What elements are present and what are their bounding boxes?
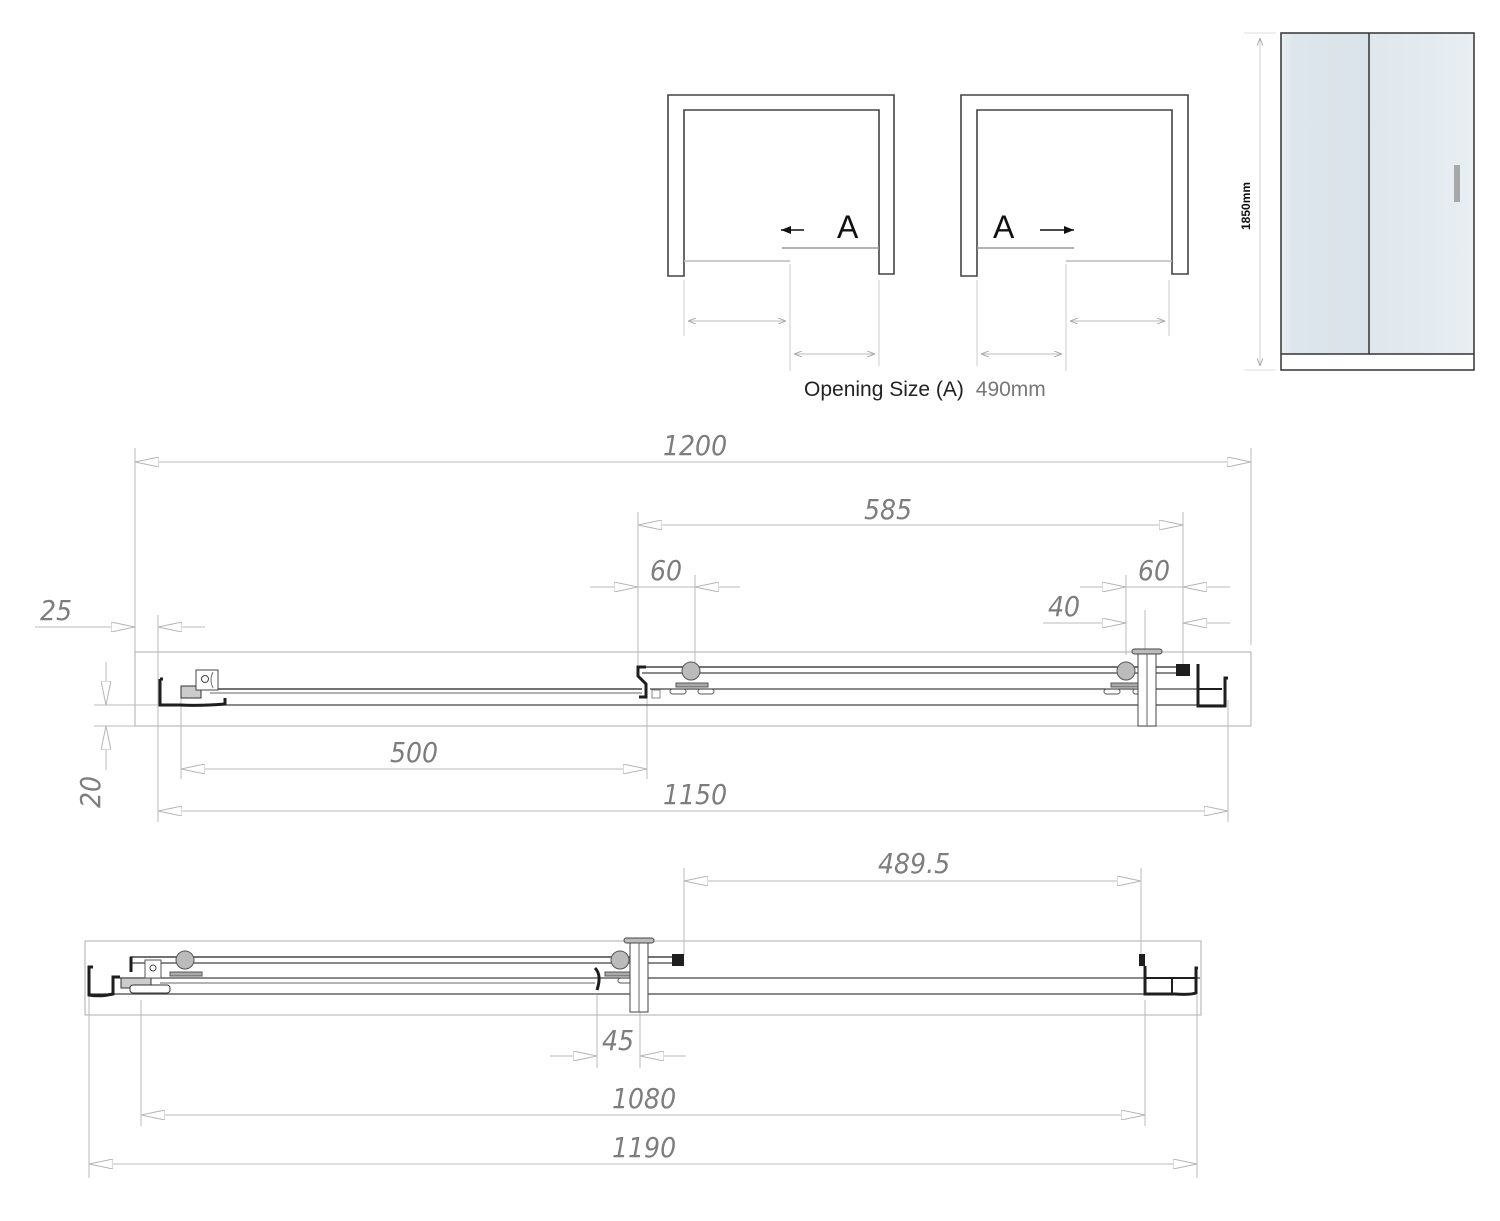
front-elevation: 1850mm: [1239, 32, 1475, 371]
height-label: 1850mm: [1239, 182, 1253, 230]
center-profile: [636, 665, 648, 699]
door-handle-icon: [1454, 165, 1460, 202]
opening-size-value: 490mm: [976, 378, 1046, 401]
roller-left-icon: [669, 661, 715, 695]
dim-handle-offset: 45: [602, 1024, 634, 1057]
dim-left-wheel-offset: 60: [650, 554, 682, 587]
opening-size-label: Opening Size (A): [804, 378, 964, 401]
opening-label-right: A: [993, 209, 1015, 245]
plan-diagram-right: A: [960, 94, 1189, 371]
dim-inner-width: 1080: [612, 1082, 676, 1115]
opening-label-left: A: [837, 209, 859, 245]
dim-opening: 489.5: [878, 847, 950, 880]
dim-fixed-panel: 500: [390, 736, 438, 769]
bottom-section-drawing: 489.5 45 1080 1190: [84, 847, 1202, 1178]
dim-door-travel: 585: [864, 493, 912, 526]
top-section-drawing: 1200 585 60 60 40 25 20 500 1150: [35, 429, 1252, 822]
dim-wall-offset: 25: [40, 594, 72, 627]
dim-overall-width-bottom: 1190: [612, 1131, 676, 1164]
dim-track-width: 1150: [663, 778, 727, 811]
dim-overall-width: 1200: [663, 429, 727, 462]
door-knob-bottom-icon: [623, 937, 655, 1013]
right-wall-profile-bottom: [1143, 966, 1198, 996]
door-knob-icon: [1131, 648, 1163, 727]
plan-diagram-left: A: [667, 94, 895, 371]
dim-right-inner-offset: 40: [1048, 590, 1080, 623]
dim-depth: 20: [74, 776, 107, 808]
left-wall-profile-bottom: [87, 965, 120, 998]
roller-left-bottom-icon: [169, 950, 203, 977]
opening-size-caption: Opening Size (A) 490mm: [804, 378, 1046, 401]
right-wall-profile: [1196, 664, 1228, 708]
left-wall-profile: [158, 679, 227, 707]
dim-right-wheel-offset: 60: [1138, 554, 1170, 587]
